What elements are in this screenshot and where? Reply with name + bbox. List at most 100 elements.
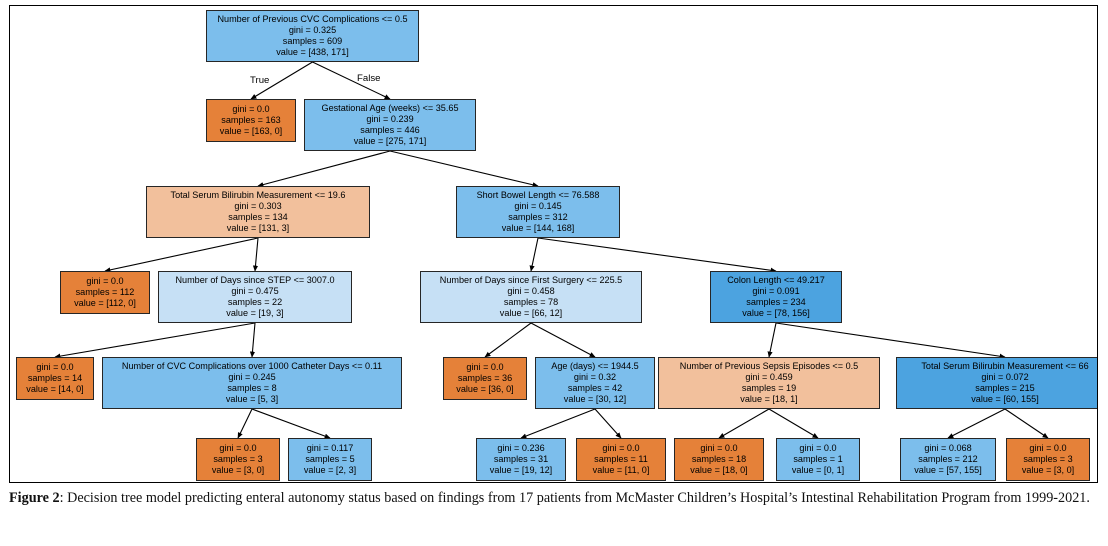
tree-node-gini: gini = 0.0 [602, 442, 640, 453]
tree-node-condition: Age (days) <= 1944.5 [551, 360, 639, 371]
tree-node-condition: Gestational Age (weeks) <= 35.65 [321, 102, 459, 113]
tree-node-gini: gini = 0.072 [981, 371, 1029, 382]
tree-edge [947, 408, 1006, 439]
tree-node-gini: gini = 0.117 [306, 442, 354, 453]
tree-node-gini: gini = 0.475 [231, 285, 279, 296]
tree-node-value: value = [163, 0] [219, 126, 283, 137]
figure-caption: Figure 2: Decision tree model predicting… [9, 489, 1101, 509]
tree-node-samples: samples = 163 [221, 114, 281, 125]
tree-node-gini: gini = 0.0 [36, 361, 74, 372]
tree-node-samples: samples = 19 [741, 383, 797, 393]
tree-node-condition: Short Bowel Length <= 76.588 [476, 189, 600, 200]
tree-node-value: value = [0, 1] [791, 465, 845, 476]
tree-node-gini: gini = 0.458 [507, 285, 555, 296]
tree-node-gini: gini = 0.0 [799, 442, 837, 453]
tree-node-samples: samples = 11 [594, 453, 648, 464]
tree-node-condition: Total Serum Bilirubin Measurement <= 19.… [170, 189, 346, 200]
tree-node-value: value = [11, 0] [592, 465, 650, 476]
tree-node-value: value = [78, 156] [742, 308, 810, 319]
figure-caption-text: Decision tree model predicting enteral a… [67, 490, 1090, 506]
tree-node-value: value = [2, 3] [303, 465, 357, 476]
tree-node-gini: gini = 0.325 [288, 24, 337, 35]
tree-edge [104, 237, 259, 273]
tree-node-gini: gini = 0.245 [228, 371, 276, 382]
tree-node-value: value = [131, 3] [226, 223, 290, 234]
tree-node-value: value = [14, 0] [26, 384, 84, 395]
tree-node-gini: gini = 0.239 [366, 113, 414, 124]
tree-node-value: value = [144, 168] [501, 223, 575, 234]
tree-node-value: value = [3, 0] [1021, 465, 1075, 476]
tree-node: Number of CVC Complications over 1000 Ca… [102, 357, 402, 409]
tree-node-samples: samples = 446 [360, 125, 420, 135]
tree-edge [530, 322, 596, 358]
tree-node-samples: samples = 22 [227, 297, 283, 307]
tree-node-condition: Number of Days since STEP <= 3007.0 [175, 274, 335, 285]
tree-node-gini: gini = 0.32 [573, 371, 617, 382]
tree-node-value: value = [438, 171] [276, 47, 349, 58]
tree-node-condition: Number of CVC Complications over 1000 Ca… [121, 360, 383, 371]
tree-edge [237, 408, 253, 439]
tree-node-condition: Number of Days since First Surgery <= 22… [439, 274, 623, 285]
tree-node-value: value = [57, 155] [914, 465, 982, 476]
tree-node-condition: Number of Previous CVC Complications <= … [217, 13, 408, 24]
tree-edge [718, 408, 770, 439]
figure-caption-label: Figure 2 [9, 490, 60, 506]
tree-node-samples: samples = 234 [746, 297, 806, 307]
tree-node-condition: Number of Previous Sepsis Episodes <= 0.… [679, 360, 859, 371]
tree-node-samples: samples = 42 [567, 383, 623, 393]
tree-node-condition: Colon Length <= 49.217 [727, 274, 825, 285]
tree-node: Number of Days since First Surgery <= 22… [420, 271, 642, 323]
edge-label-false: False [357, 73, 381, 84]
tree-node: Total Serum Bilirubin Measurement <= 19.… [146, 186, 370, 238]
tree-node-gini: gini = 0.0 [700, 442, 738, 453]
tree-node-samples: samples = 78 [503, 297, 559, 307]
tree-node-samples: samples = 14 [27, 372, 83, 383]
tree-node-value: value = [18, 0] [690, 465, 748, 476]
tree-node-layer: Number of Previous CVC Complications <= … [10, 6, 1097, 482]
tree-node-condition: Total Serum Bilirubin Measurement <= 66 [921, 360, 1089, 371]
tree-edge [537, 237, 777, 273]
tree-node-value: value = [3, 0] [211, 465, 265, 476]
tree-edge [249, 322, 256, 358]
tree-edge [768, 408, 819, 439]
tree-edge [252, 237, 259, 272]
tree-node-gini: gini = 0.303 [234, 200, 282, 211]
tree-edge [389, 150, 539, 188]
tree-node-gini: gini = 0.0 [232, 103, 270, 114]
tree-node-samples: samples = 3 [213, 453, 263, 464]
tree-edge [767, 322, 777, 358]
tree-edge [520, 408, 596, 439]
tree-node-value: value = [30, 12] [563, 394, 627, 405]
tree-node-value: value = [60, 155] [971, 394, 1039, 405]
tree-node-samples: samples = 18 [691, 453, 747, 464]
tree-edge-layer [54, 61, 1049, 439]
tree-plot-frame: Number of Previous CVC Complications <= … [9, 5, 1098, 483]
edge-label-true: True [250, 75, 270, 86]
tree-edge [251, 408, 331, 439]
tree-node-gini: gini = 0.459 [745, 371, 793, 382]
tree-edge [250, 61, 313, 100]
tree-node-gini: gini = 0.236 [497, 442, 545, 453]
tree-node-samples: samples = 609 [282, 36, 343, 46]
tree-edge [257, 150, 391, 188]
tree-node-value: value = [19, 3] [226, 308, 284, 319]
tree-node-gini: gini = 0.068 [924, 442, 972, 453]
tree-node-samples: samples = 36 [457, 372, 513, 383]
tree-node-value: value = [36, 0] [456, 384, 514, 395]
tree-node-samples: samples = 31 [493, 453, 549, 464]
tree-node: Number of Previous Sepsis Episodes <= 0.… [658, 357, 880, 409]
tree-node-gini: gini = 0.0 [466, 361, 504, 372]
